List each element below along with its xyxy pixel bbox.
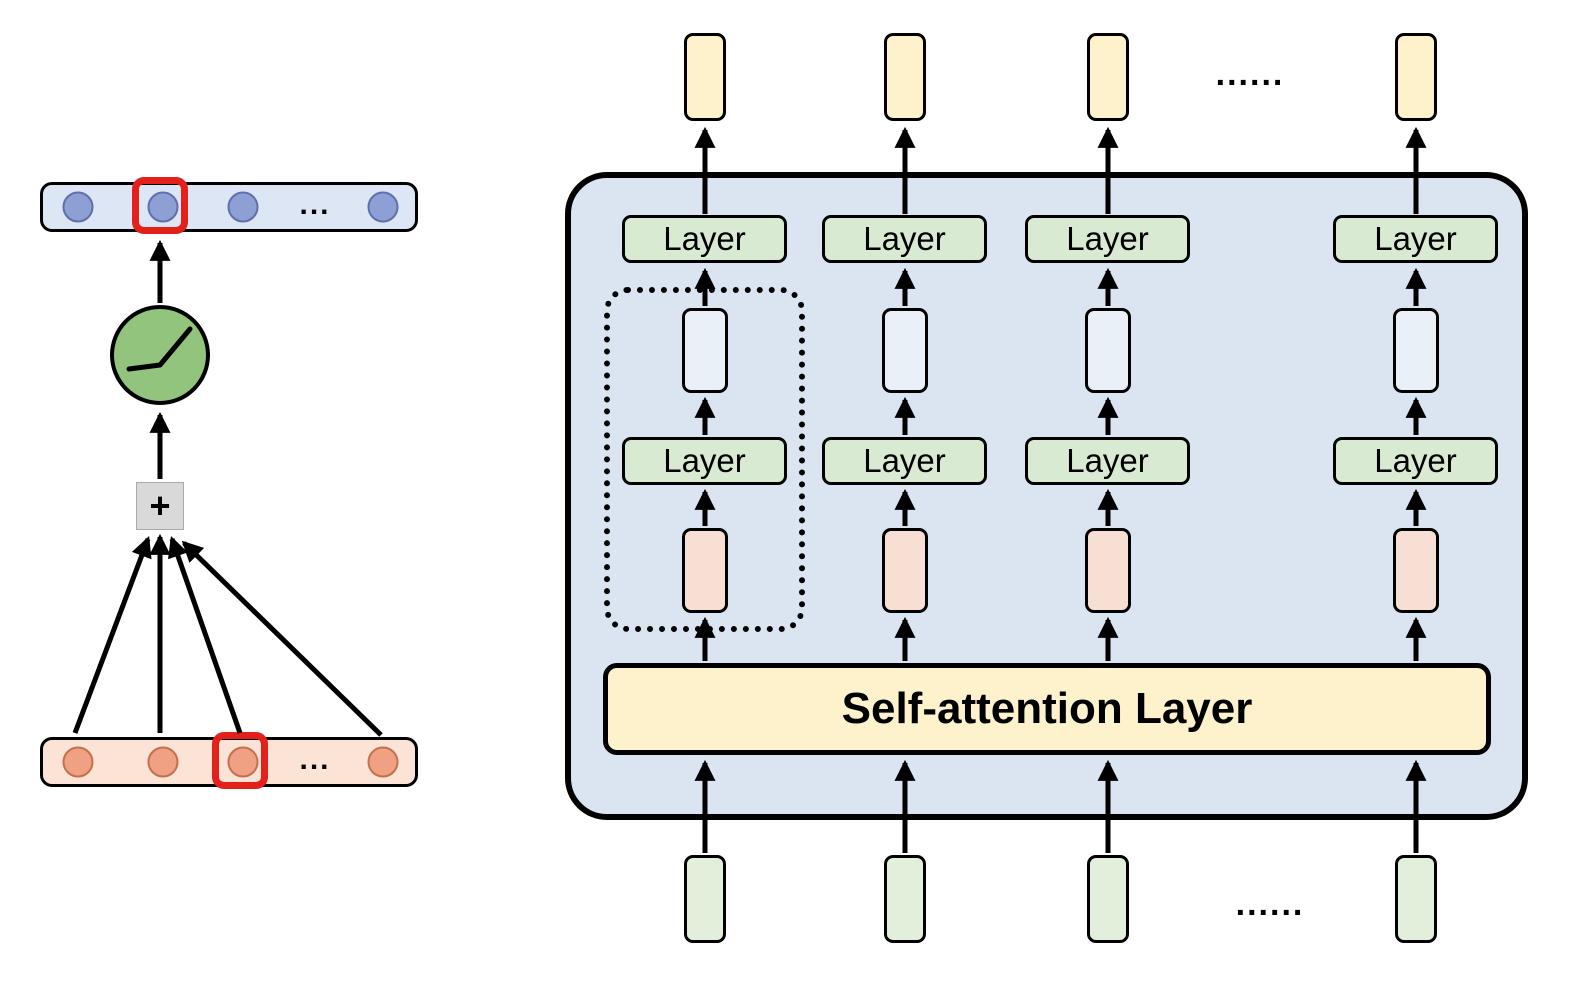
output-bar-ellipsis: ...: [299, 188, 331, 222]
layer-box: Layer: [822, 215, 987, 263]
output-node: [227, 191, 259, 223]
input-vector-box: [1395, 855, 1437, 943]
plus-icon: +: [149, 485, 171, 526]
arrow-fan-1: [72, 536, 152, 734]
layer-label: Layer: [863, 442, 946, 479]
self-attention-label: Self-attention Layer: [841, 684, 1253, 733]
output-node: [367, 191, 399, 223]
hidden-vector-box: [1393, 308, 1439, 393]
arrow-fan-4: [181, 540, 383, 737]
input-token-bar: ...: [40, 737, 418, 787]
activation-function-circle: [110, 305, 210, 405]
bottom-ellipsis: ......: [1235, 885, 1305, 923]
layer-box: Layer: [1333, 215, 1498, 263]
red-highlight-input: [212, 732, 268, 789]
output-node: [62, 191, 94, 223]
layer-box: Layer: [622, 215, 787, 263]
input-node-highlighted: [227, 746, 259, 778]
layer-box: Layer: [1025, 215, 1190, 263]
attention-vector-box: [682, 528, 728, 613]
arrow-fan-3: [167, 536, 243, 734]
output-node-highlighted: [147, 191, 179, 223]
input-vector-box: [1087, 855, 1129, 943]
top-ellipsis: ......: [1215, 55, 1285, 93]
input-vector-box: [684, 855, 726, 943]
layer-box: Layer: [622, 437, 787, 485]
hidden-vector-box: [882, 308, 928, 393]
relu-curve-icon: [126, 326, 193, 372]
attention-vector-box: [1085, 528, 1131, 613]
layer-label: Layer: [1374, 442, 1457, 479]
self-attention-layer-box: Self-attention Layer: [603, 663, 1491, 755]
layer-label: Layer: [863, 220, 946, 257]
layer-label: Layer: [1066, 220, 1149, 257]
sum-box: +: [136, 482, 184, 530]
layer-box: Layer: [1333, 437, 1498, 485]
layer-box: Layer: [822, 437, 987, 485]
red-highlight-output: [132, 177, 188, 234]
output-vector-box: [1087, 33, 1129, 121]
layer-label: Layer: [1066, 442, 1149, 479]
input-node: [62, 746, 94, 778]
output-token-bar: ...: [40, 182, 418, 232]
layer-label: Layer: [1374, 220, 1457, 257]
input-bar-ellipsis: ...: [299, 743, 331, 777]
output-vector-box: [684, 33, 726, 121]
layer-label: Layer: [663, 442, 746, 479]
output-vector-box: [1395, 33, 1437, 121]
layer-box: Layer: [1025, 437, 1190, 485]
output-vector-box: [884, 33, 926, 121]
hidden-vector-box: [682, 308, 728, 393]
input-node: [367, 746, 399, 778]
attention-vector-box: [1393, 528, 1439, 613]
input-node: [147, 746, 179, 778]
layer-label: Layer: [663, 220, 746, 257]
input-vector-box: [884, 855, 926, 943]
attention-vector-box: [882, 528, 928, 613]
hidden-vector-box: [1085, 308, 1131, 393]
